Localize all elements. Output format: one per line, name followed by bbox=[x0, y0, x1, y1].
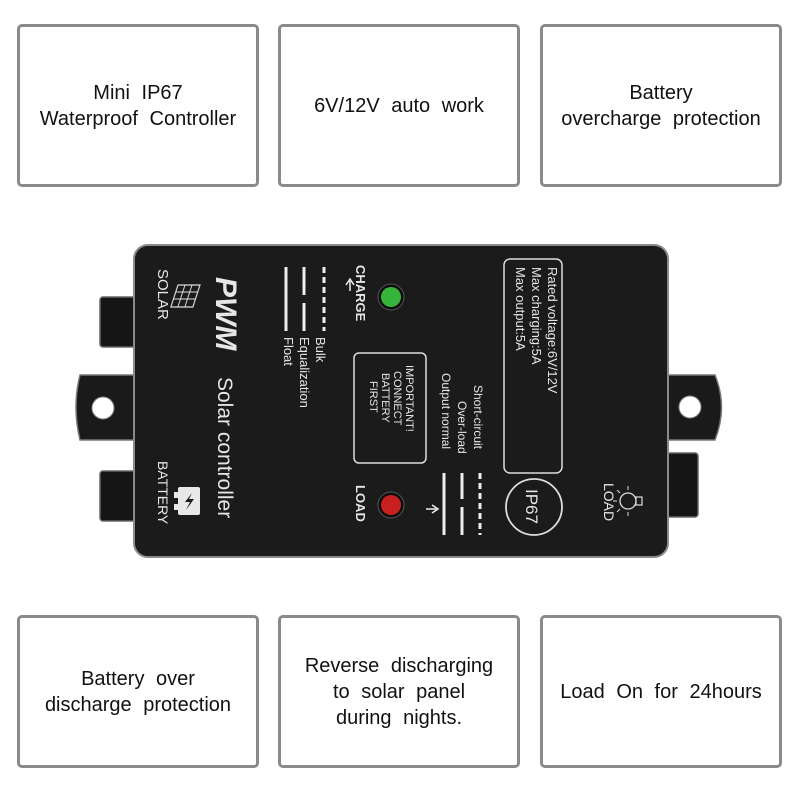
spec-rated-voltage: Rated voltage:6V/12V bbox=[545, 267, 560, 394]
feature-text: discharge protection bbox=[44, 693, 232, 716]
feature-box-waterproof: Mini IP67 Waterproof Controller bbox=[17, 24, 259, 187]
ip-rating: IP67 bbox=[522, 489, 541, 524]
brand-logo: PWM bbox=[209, 277, 242, 351]
charge-mode-legend bbox=[284, 267, 355, 331]
battery-label: BATTERY bbox=[155, 461, 171, 525]
feature-text: Reverse discharging bbox=[304, 654, 494, 677]
notice-line-4: FIRST bbox=[367, 381, 379, 413]
load-mode-output-normal: Output normal bbox=[439, 373, 453, 449]
charge-mode-float: Float bbox=[281, 337, 296, 366]
battery-icon bbox=[174, 487, 200, 515]
feature-text: Waterproof Controller bbox=[39, 107, 237, 130]
solar-controller-device: SOLAR BATTERY PWM Solar controller bbox=[60, 235, 740, 570]
light-bulb-icon bbox=[613, 486, 643, 516]
feature-text: Battery over bbox=[81, 667, 195, 690]
product-name: Solar controller bbox=[213, 377, 236, 518]
feature-box-overcharge: Battery overcharge protection bbox=[540, 24, 782, 187]
notice-line-3: BATTERY bbox=[379, 373, 391, 423]
controller-illustration: SOLAR BATTERY PWM Solar controller bbox=[75, 244, 723, 558]
feature-text: Mini IP67 bbox=[93, 81, 183, 104]
feature-text: Battery bbox=[629, 81, 693, 104]
charge-mode-bulk: Bulk bbox=[313, 337, 328, 363]
load-cable-gland bbox=[665, 452, 699, 518]
notice-line-2: CONNECT bbox=[391, 371, 403, 426]
feature-text: during nights. bbox=[335, 706, 463, 729]
load-mode-short-circuit: Short-circuit bbox=[471, 385, 485, 450]
ip67-badge bbox=[505, 478, 563, 536]
important-notice-box bbox=[353, 352, 427, 464]
spec-max-charging: Max charging:5A bbox=[529, 267, 544, 365]
notice-line-1: IMPORTANT! bbox=[403, 365, 415, 432]
charge-led bbox=[381, 287, 401, 307]
charge-label: CHARGE bbox=[353, 265, 368, 322]
spec-box bbox=[503, 258, 563, 474]
solar-panel-icon bbox=[170, 284, 201, 308]
load-mode-legend bbox=[426, 473, 482, 535]
feature-text: to solar panel bbox=[332, 680, 466, 703]
feature-box-reverse-discharge: Reverse discharging to solar panel durin… bbox=[278, 615, 520, 768]
charge-mode-equalization: Equalization bbox=[297, 337, 312, 408]
load-led bbox=[381, 495, 401, 515]
left-mount-hole bbox=[91, 396, 115, 420]
feature-text: overcharge protection bbox=[561, 107, 761, 130]
load-mode-over-load: Over-load bbox=[455, 401, 469, 454]
right-mount-hole bbox=[678, 395, 702, 419]
load-output-label: LOAD bbox=[601, 483, 617, 521]
feature-text: Load On for 24hours bbox=[560, 680, 762, 703]
feature-text: 6V/12V auto work bbox=[314, 94, 484, 117]
feature-box-overdischarge: Battery over discharge protection bbox=[17, 615, 259, 768]
load-led-label: LOAD bbox=[353, 485, 368, 522]
solar-label: SOLAR bbox=[154, 269, 171, 320]
spec-max-output: Max output:5A bbox=[513, 267, 528, 351]
feature-box-load-24h: Load On for 24hours bbox=[540, 615, 782, 768]
feature-box-auto-voltage: 6V/12V auto work bbox=[278, 24, 520, 187]
